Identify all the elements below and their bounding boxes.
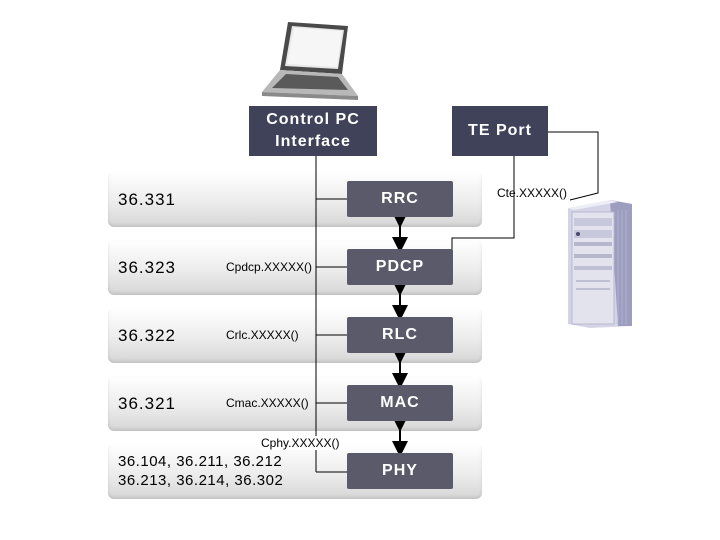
te-port-box: TE Port [452,106,548,156]
te-port-line [548,131,599,201]
primitive-rlc: Crlc.XXXXX() [226,328,299,342]
protocol-box-phy: PHY [347,453,453,489]
cte-primitive-label: Cte.XXXXX() [497,186,568,200]
primitive-mac: Cmac.XXXXX() [226,396,309,410]
control-pc-line2: Interface [275,133,351,150]
spec-phy-line1: 36.104, 36.211, 36.212 [118,453,283,470]
te-port-label: TE Port [468,122,532,139]
protocol-box-pdcp: PDCP [347,249,453,285]
protocol-label-rlc: RLC [382,326,418,343]
server-tower-icon [568,200,632,328]
protocol-label-rrc: RRC [381,190,419,207]
protocol-label-pdcp: PDCP [375,258,425,275]
control-pc-interface-box: Control PC Interface [249,106,377,156]
spec-mac: 36.321 [118,394,176,413]
laptop-icon [262,22,358,100]
spec-phy-line2: 36.213, 36.214, 36.302 [118,472,284,489]
spec-pdcp: 36.323 [118,258,176,277]
te-to-stack-line [451,156,515,255]
primitive-pdcp: Cpdcp.XXXXX() [226,260,313,274]
control-pc-line1: Control PC [266,111,360,128]
spec-rrc: 36.331 [118,190,176,209]
protocol-box-mac: MAC [347,385,453,421]
protocol-box-rlc: RLC [347,317,453,353]
protocol-label-mac: MAC [380,394,420,411]
protocol-box-rrc: RRC [347,181,453,217]
spec-rlc: 36.322 [118,326,176,345]
protocol-label-phy: PHY [382,462,418,479]
phy-primitive-label: Cphy.XXXXX() [258,436,343,450]
